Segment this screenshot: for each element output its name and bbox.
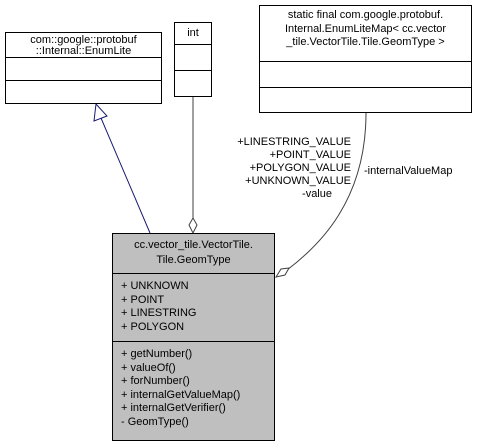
point-value-label: +POINT_VALUE — [269, 149, 351, 161]
value-association-diamond — [188, 216, 198, 235]
map-association-edge — [286, 112, 367, 271]
enum-lite-class-box[interactable]: com::google::protobuf ::Internal::EnumLi… — [5, 32, 162, 104]
int-attributes-section — [175, 44, 211, 70]
attribute-polygon: + POLYGON — [121, 320, 185, 333]
method-value-of: + valueOf() — [121, 361, 176, 374]
method-geom-type-constructor: - GeomType() — [121, 415, 189, 428]
geom-type-title-line-2: Tile.GeomType — [156, 254, 231, 266]
int-methods-section — [175, 70, 211, 96]
unknown-value-label: +UNKNOWN_VALUE — [245, 175, 351, 187]
value-field-labels: +LINESTRING_VALUE +POINT_VALUE +POLYGON_… — [181, 136, 351, 201]
attribute-linestring: + LINESTRING — [121, 307, 197, 319]
method-internal-get-verifier: + internalGetVerifier() — [121, 402, 226, 414]
enum-lite-map-class-title: static final com.google.protobuf. Intern… — [260, 6, 471, 61]
geom-type-attributes-section: + UNKNOWN + POINT + LINESTRING + POLYGON — [113, 273, 274, 341]
enum-lite-attributes-section — [6, 57, 161, 80]
int-class-box[interactable]: int — [174, 22, 212, 97]
enum-lite-map-title-line-1: static final com.google.protobuf. — [287, 9, 444, 21]
enum-lite-map-class-box[interactable]: static final com.google.protobuf. Intern… — [259, 5, 472, 113]
map-association-diamond — [274, 267, 290, 278]
enum-lite-map-title-line-2: Internal.EnumLiteMap< cc.vector — [284, 22, 447, 35]
geom-type-class-box[interactable]: cc.vector_tile.VectorTile. Tile.GeomType… — [112, 233, 275, 441]
enum-lite-map-attributes-section — [260, 61, 471, 87]
method-get-number: + getNumber() — [121, 348, 193, 360]
attribute-unknown: + UNKNOWN — [121, 280, 189, 292]
linestring-value-label: +LINESTRING_VALUE — [237, 136, 351, 148]
value-label: -value — [302, 188, 332, 200]
method-internal-get-value-map: + internalGetValueMap() — [121, 388, 241, 401]
inheritance-edge — [100, 117, 151, 234]
method-for-number: + forNumber() — [121, 375, 190, 387]
geom-type-methods-section: + getNumber() + valueOf() + forNumber() … — [113, 341, 274, 440]
internal-value-map-label: -internalValueMap — [364, 165, 453, 177]
enum-lite-methods-section — [6, 80, 161, 103]
enum-lite-title-line-2: ::Internal::EnumLite — [35, 45, 132, 57]
geom-type-title-line-1: cc.vector_tile.VectorTile. — [134, 239, 253, 251]
inheritance-arrowhead — [93, 102, 108, 122]
enum-lite-map-methods-section — [260, 87, 471, 112]
attribute-point: + POINT — [121, 293, 165, 306]
enum-lite-map-title-line-3: _tile.VectorTile.Tile.GeomType > — [286, 36, 445, 48]
enum-lite-title-line-1: com::google::protobuf — [30, 34, 137, 46]
enum-lite-class-title: com::google::protobuf ::Internal::EnumLi… — [6, 33, 161, 57]
int-class-title: int — [187, 27, 199, 39]
polygon-value-label: +POLYGON_VALUE — [249, 162, 351, 174]
geom-type-class-title: cc.vector_tile.VectorTile. Tile.GeomType — [113, 234, 274, 273]
